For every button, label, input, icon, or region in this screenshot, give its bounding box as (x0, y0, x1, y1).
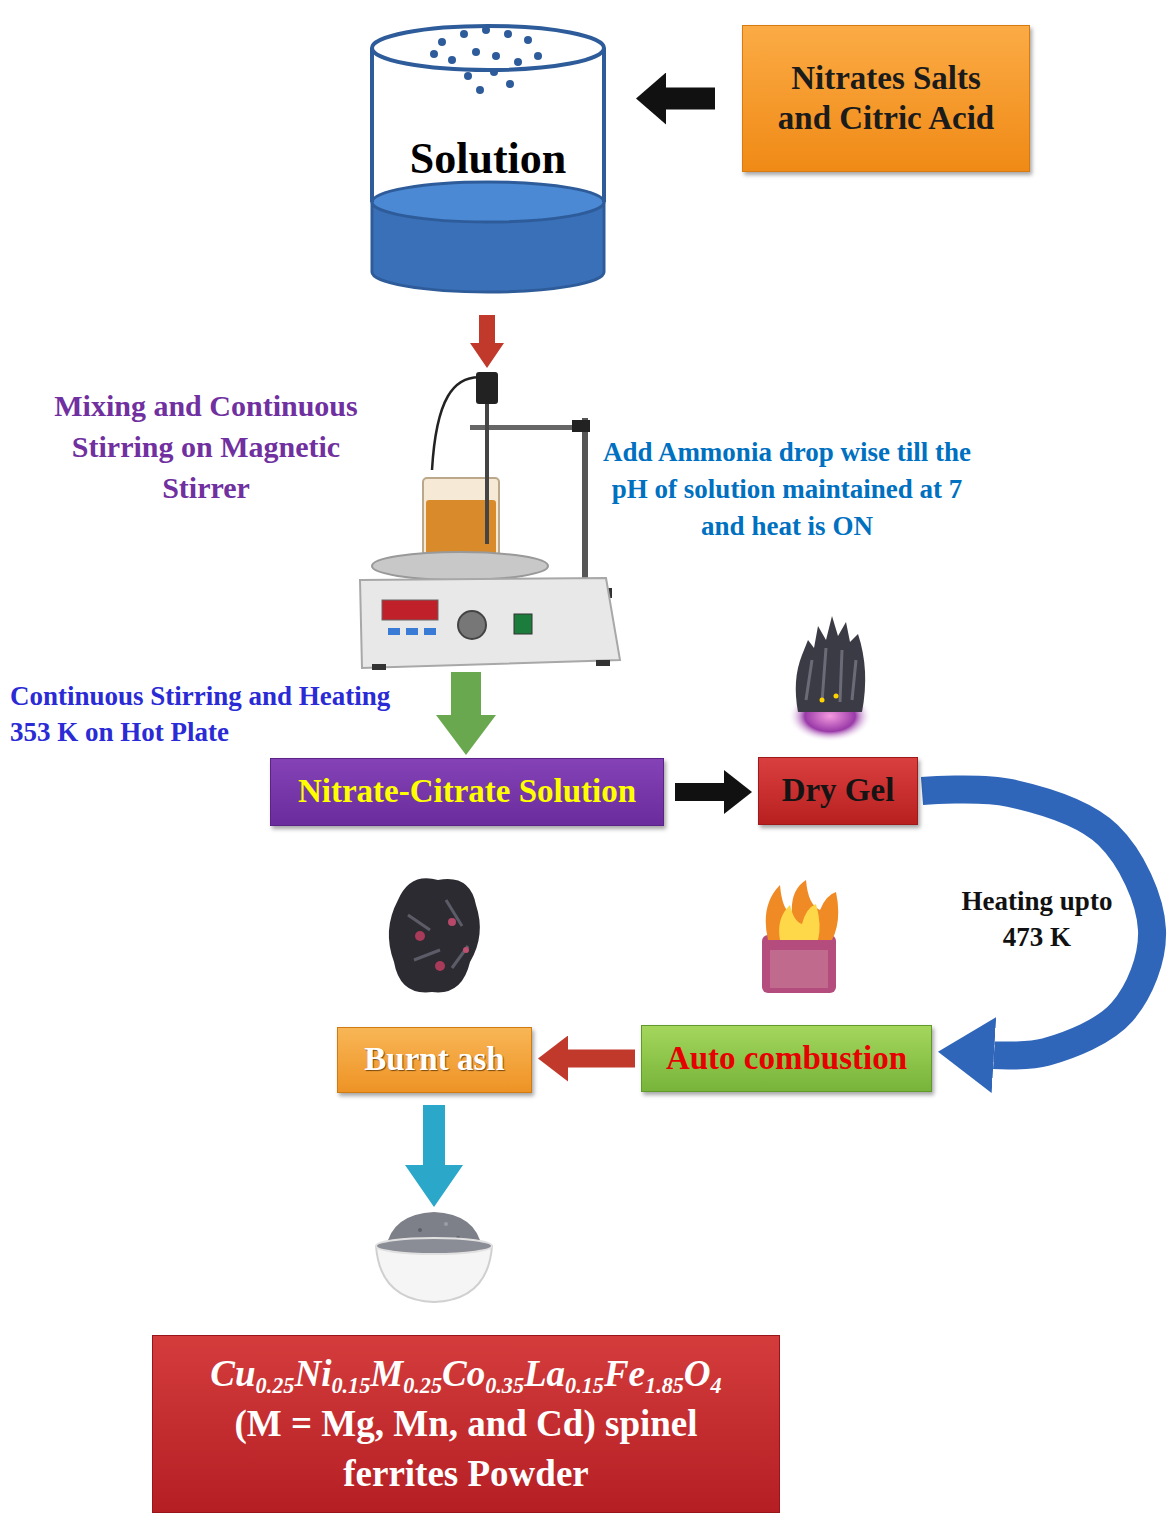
cyan-down-arrow (405, 1105, 463, 1207)
combustion-fire-illustration-part (770, 950, 828, 988)
annotation-label: Continuous Stirring and Heating 353 K on… (10, 678, 420, 751)
subscript: 1.85 (645, 1373, 684, 1398)
curved-arrow (922, 790, 1152, 1056)
chemical-formula: Cu0.25Ni0.15M0.25Co0.35La0.15Fe1.85O4 (210, 1349, 721, 1399)
burnt-ash-illustration-part (448, 918, 456, 926)
magnetic-stirrer-illustration-part (382, 600, 438, 620)
magnetic-stirrer-illustration-part (572, 420, 590, 432)
magnetic-stirrer-illustration-part (476, 372, 498, 404)
element-symbol: M (370, 1353, 403, 1394)
magnetic-stirrer-illustration-part (372, 552, 548, 580)
particle-dot (464, 72, 472, 80)
burnt-ash-illustration (389, 878, 480, 992)
burnt-ash-illustration-part (415, 931, 425, 941)
burnt-ash-illustration-part (435, 961, 445, 971)
powder-bowl-illustration-part (376, 1238, 492, 1254)
dry-gel-illustration-part (834, 694, 839, 699)
particle-dot (476, 86, 484, 94)
element-symbol: Co (442, 1353, 485, 1394)
powder-bowl-illustration-part (444, 1222, 448, 1226)
dry-gel-illustration-part (806, 648, 856, 702)
powder-bowl-illustration (376, 1212, 492, 1302)
dry-gel-illustration-part (820, 698, 825, 703)
particle-dot (448, 56, 456, 64)
flow-arrow (568, 1050, 635, 1068)
magnetic-stirrer-illustration-part (406, 628, 418, 635)
node-text: Burnt ash (364, 1040, 504, 1080)
product-box: Cu0.25Ni0.15M0.25Co0.35La0.15Fe1.85O4 (M… (152, 1335, 780, 1513)
beaker-rim (372, 26, 604, 70)
particle-dot (430, 50, 438, 58)
flow-arrow (675, 783, 724, 801)
subscript: 4 (711, 1373, 722, 1398)
green-down-arrow (436, 672, 496, 755)
particle-dot (490, 68, 498, 76)
node-text: Nitrate-Citrate Solution (298, 772, 636, 812)
process-box: Nitrate-Citrate Solution (270, 758, 664, 826)
node-text: Solution (410, 133, 567, 186)
particle-dot (492, 52, 500, 60)
subscript: 0.25 (256, 1373, 295, 1398)
subscript: 0.35 (485, 1373, 524, 1398)
node-text: Cu0.25Ni0.15M0.25Co0.35La0.15Fe1.85O4 (M… (210, 1349, 721, 1499)
element-symbol: O (684, 1353, 711, 1394)
magnetic-stirrer-illustration-part (458, 611, 486, 639)
annotation-label: Add Ammonia drop wise till the pH of sol… (594, 434, 980, 545)
red-down-arrow-part (470, 315, 504, 368)
edge-label: Heating upto 473 K (955, 882, 1119, 957)
particle-dot (506, 80, 514, 88)
node-text: Dry Gel (782, 771, 895, 811)
process-box: Dry Gel (758, 757, 918, 825)
annotation-label: Mixing and Continuous Stirring on Magnet… (41, 385, 371, 508)
magnetic-stirrer-illustration-part (596, 660, 610, 666)
process-box: Auto combustion (641, 1025, 932, 1092)
node-text: Nitrates Salts and Citric Acid (766, 59, 1006, 138)
flow-arrow (666, 88, 715, 110)
node-text: Auto combustion (666, 1039, 907, 1079)
ingredient-box: Nitrates Salts and Citric Acid (742, 25, 1030, 172)
particle-dot (438, 38, 446, 46)
magnetic-stirrer-illustration-part (485, 404, 489, 544)
cyan-down-arrow-part (405, 1105, 463, 1207)
magnetic-stirrer-illustration-part (582, 418, 588, 590)
burnt-ash-illustration-part (408, 900, 468, 968)
product-description: (M = Mg, Mn, and Cd) spinel ferrites Pow… (216, 1399, 716, 1499)
particle-dot (534, 52, 542, 60)
particle-dot (460, 30, 468, 38)
combustion-fire-illustration (762, 880, 838, 993)
particle-dot (524, 36, 532, 44)
subscript: 0.25 (403, 1373, 442, 1398)
particle-dot (504, 30, 512, 38)
particle-dot (514, 58, 522, 66)
magnetic-stirrer-illustration-part (388, 628, 400, 635)
particle-dot (472, 48, 480, 56)
magnetic-stirrer-illustration-part (514, 614, 532, 634)
burnt-ash-illustration-part (389, 878, 480, 992)
element-symbol: La (524, 1353, 565, 1394)
magnetic-stirrer-illustration-part (424, 628, 436, 635)
subscript: 0.15 (331, 1373, 370, 1398)
beaker-shape: Solution (368, 20, 608, 295)
green-down-arrow-part (436, 672, 496, 755)
element-symbol: Fe (604, 1353, 645, 1394)
combustion-fire-illustration-part (762, 935, 836, 993)
element-symbol: Ni (294, 1353, 331, 1394)
magnetic-stirrer-illustration-part (360, 578, 620, 668)
magnetic-stirrer-illustration-part (372, 664, 386, 670)
red-down-arrow (470, 315, 504, 368)
subscript: 0.15 (565, 1373, 604, 1398)
process-box: Burnt ash (337, 1027, 532, 1093)
dry-gel-illustration-part (796, 616, 865, 712)
particle-dot (482, 26, 490, 34)
magnetic-stirrer-illustration (360, 372, 620, 670)
powder-bowl-illustration-part (418, 1228, 422, 1232)
combustion-fire-illustration-part (766, 880, 839, 940)
dry-gel-illustration (788, 616, 872, 742)
burnt-ash-illustration-part (463, 947, 469, 953)
liquid-surface (372, 182, 604, 222)
combustion-fire-illustration-part (779, 904, 819, 940)
element-symbol: Cu (210, 1353, 255, 1394)
